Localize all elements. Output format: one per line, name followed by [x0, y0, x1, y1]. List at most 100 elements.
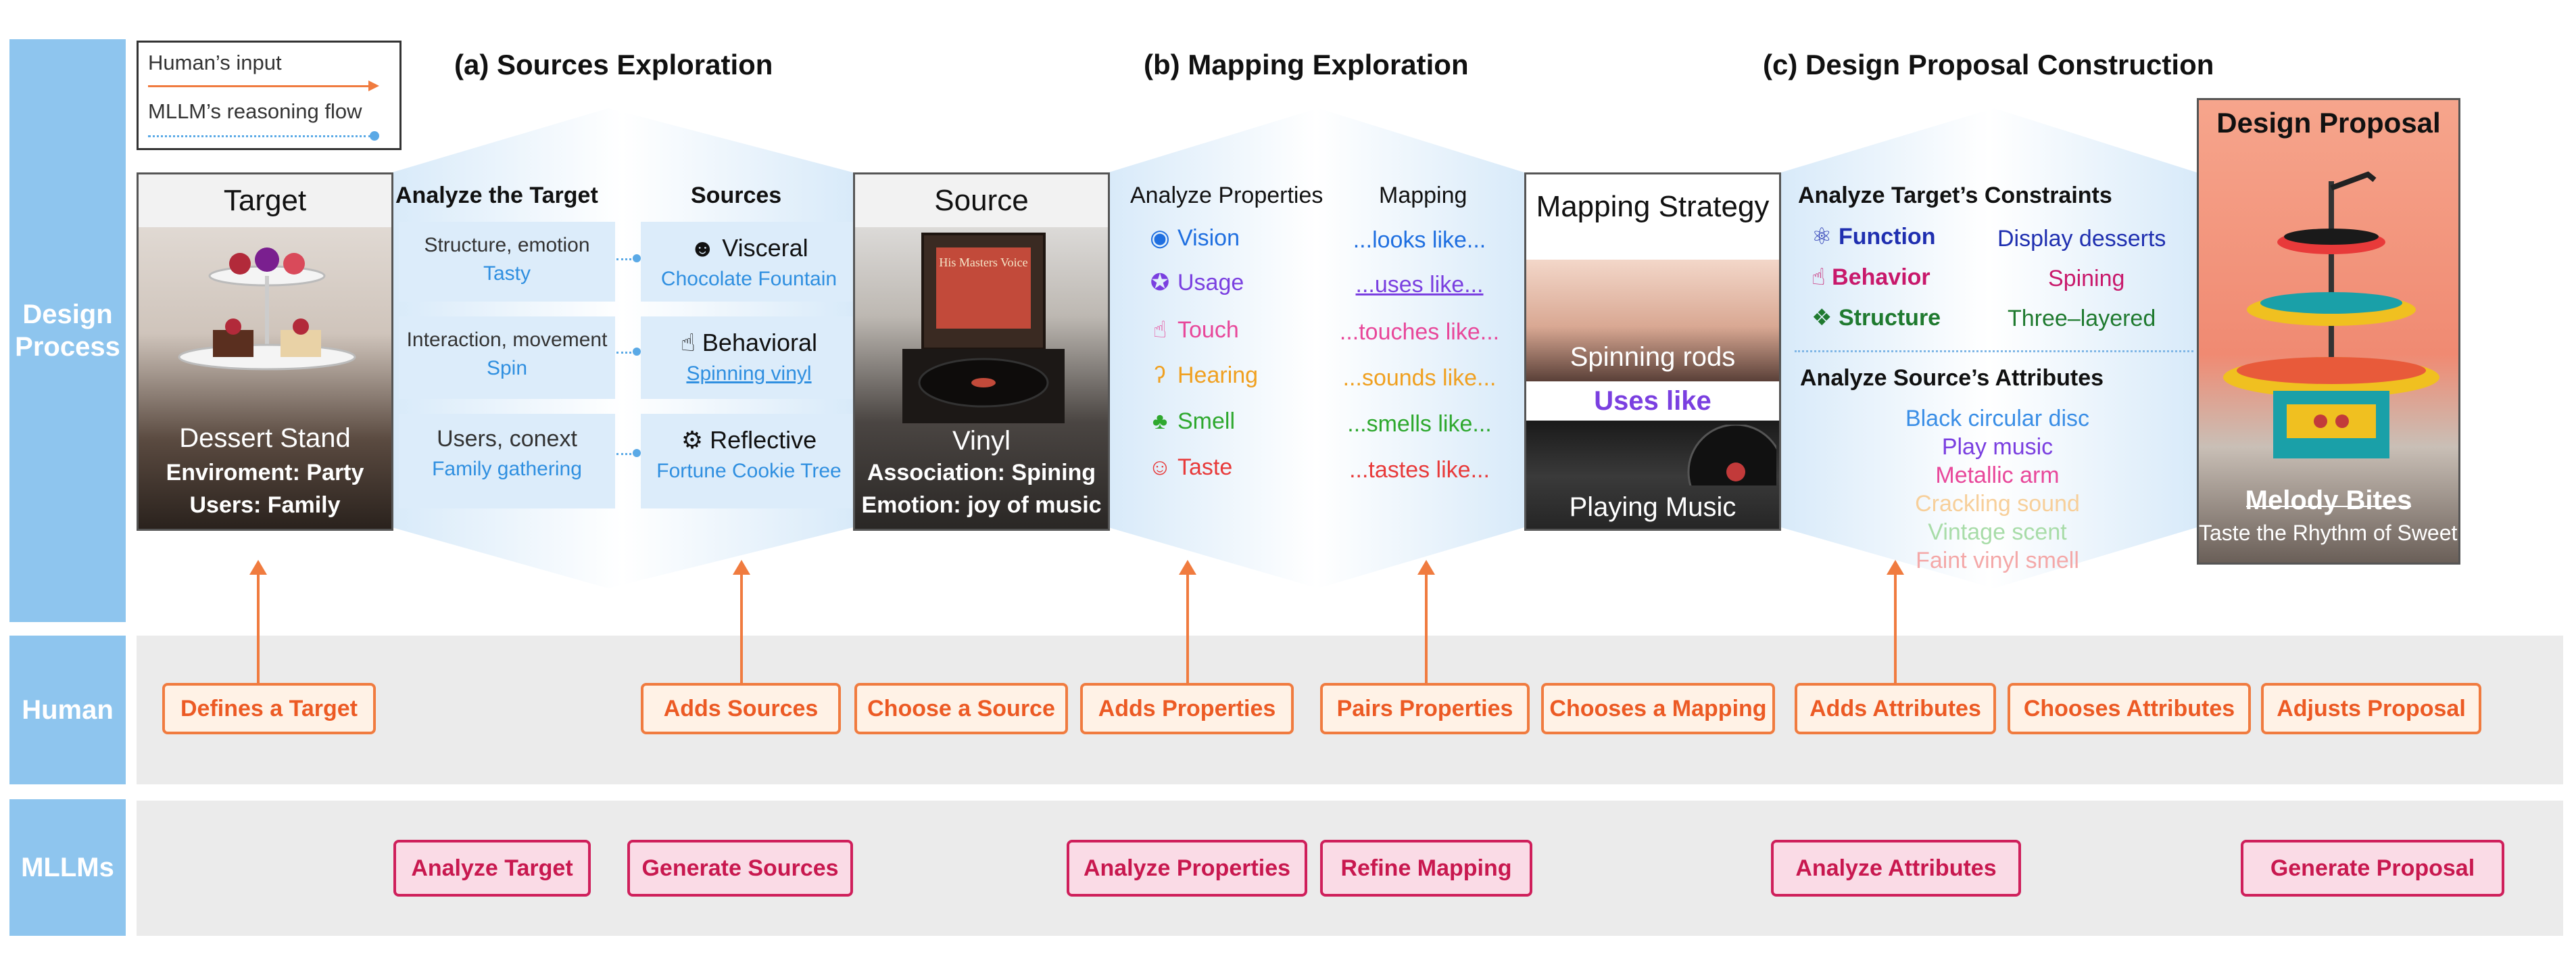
eye-icon: ◉ — [1150, 225, 1170, 251]
proposal-name-rule — [2246, 506, 2411, 507]
source-card-head: Source — [855, 174, 1108, 227]
analyze-target-item-3: Users, conext Family gathering — [399, 414, 615, 508]
source-item-visceral-value: Chocolate Fountain — [660, 268, 837, 290]
human-adds-attributes-button[interactable]: Adds Attributes — [1795, 683, 1996, 734]
mllm-analyze-target-button[interactable]: Analyze Target — [393, 840, 591, 897]
constraints-title: Analyze Target’s Constraints — [1798, 183, 2112, 208]
mllm-generate-sources-button[interactable]: Generate Sources — [627, 840, 853, 897]
constraint-behavior-label: Behavior — [1832, 264, 1930, 290]
source-item-reflective-label: Reflective — [710, 426, 817, 454]
target-card-head: Target — [139, 174, 391, 227]
property-usage: ✪Usage — [1142, 269, 1244, 296]
source-item-reflective: ⚙ Reflective Fortune Cookie Tree — [641, 414, 857, 508]
attribute-1: Black circular disc — [1905, 406, 2090, 431]
constraint-function: ⚛ Function — [1812, 223, 1935, 250]
analyze-target-item-1-label: Structure, emotion — [424, 234, 590, 256]
mapping-uses-like: ...uses like... — [1355, 272, 1484, 298]
proposal-tagline: Taste the Rhythm of Sweetness — [2199, 521, 2458, 545]
arrow-adds-attributes — [1887, 560, 1904, 683]
mllm-analyze-attributes-button[interactable]: Analyze Attributes — [1771, 840, 2021, 897]
behavior-icon: ☝ — [1812, 264, 1826, 290]
constraint-function-value: Display desserts — [1997, 226, 2166, 252]
mapping-tastes-like: ...tastes like... — [1349, 457, 1490, 483]
analyze-target-item-1-value: Tasty — [483, 262, 531, 285]
human-chooses-mapping-button[interactable]: Chooses a Mapping — [1541, 683, 1775, 734]
human-pairs-properties-button[interactable]: Pairs Properties — [1320, 683, 1530, 734]
analyze-properties-title: Analyze Properties — [1130, 183, 1323, 208]
sidebar-design-process-label: Design Process — [15, 300, 120, 362]
ear-icon: ʔ — [1154, 362, 1166, 388]
proposal-title: Design Proposal — [2216, 107, 2441, 139]
flow-band-b — [1109, 108, 1524, 588]
strategy-middle-label: Uses like — [1594, 385, 1711, 416]
record-disc-icon — [1687, 425, 1776, 485]
property-taste: ☺Taste — [1142, 454, 1233, 481]
mllm-refine-mapping-button[interactable]: Refine Mapping — [1320, 840, 1532, 897]
source-emotion: Emotion: joy of music — [861, 492, 1102, 518]
analyze-target-item-2-label: Interaction, movement — [406, 329, 608, 351]
mllm-analyze-properties-button[interactable]: Analyze Properties — [1067, 840, 1307, 897]
human-adds-properties-button[interactable]: Adds Properties — [1080, 683, 1294, 734]
arrow-pairs-properties — [1417, 560, 1435, 683]
legend-human-label: Human’s input — [148, 51, 282, 74]
touch-icon: ☝ — [1152, 317, 1167, 343]
sidebar-human: Human — [9, 636, 126, 784]
mapping-title: Mapping — [1379, 183, 1467, 208]
source-item-behavioral-label: Behavioral — [702, 329, 818, 356]
constraints-divider — [1795, 350, 2193, 352]
structure-icon: ❖ — [1812, 305, 1832, 331]
section-title-a: (a) Sources Exploration — [454, 49, 773, 80]
arrow-adds-properties — [1179, 560, 1196, 683]
constraint-structure-value: Three–layered — [2008, 306, 2156, 331]
property-taste-label: Taste — [1177, 454, 1233, 480]
proposal-name: Melody Bites — [2245, 485, 2412, 515]
target-name: Dessert Stand — [179, 423, 351, 453]
attribute-3: Metallic arm — [1935, 462, 2060, 488]
constraint-function-label: Function — [1838, 224, 1936, 250]
target-users: Users: Family — [189, 492, 341, 518]
legend-human-arrowhead — [368, 80, 379, 91]
human-choose-source-button[interactable]: Choose a Source — [854, 683, 1068, 734]
human-adjusts-proposal-button[interactable]: Adjusts Proposal — [2261, 683, 2481, 734]
analyze-target-item-1: Structure, emotion Tasty — [399, 222, 615, 302]
property-smell-label: Smell — [1177, 408, 1236, 434]
constraint-structure-label: Structure — [1838, 305, 1941, 331]
human-chooses-attributes-button[interactable]: Chooses Attributes — [2008, 683, 2251, 734]
source-name: Vinyl — [952, 426, 1011, 456]
strategy-top-image — [1526, 260, 1779, 381]
proposal-illustration — [2223, 171, 2439, 458]
source-card: Source His Masters Voice Vinyl Associati… — [853, 172, 1110, 531]
attributes-title: Analyze Source’s Attributes — [1800, 365, 2104, 391]
attribute-5: Vintage scent — [1928, 519, 2067, 545]
mllm-generate-proposal-button[interactable]: Generate Proposal — [2241, 840, 2504, 897]
source-item-reflective-value: Fortune Cookie Tree — [656, 460, 842, 482]
arrow-adds-sources — [733, 560, 750, 683]
analyze-target-item-3-value: Family gathering — [432, 458, 582, 480]
hand-pointer-icon: ☝ — [680, 329, 696, 356]
source-item-visceral-label: Visceral — [722, 234, 808, 262]
target-environment: Enviroment: Party — [166, 460, 364, 485]
arrow-defines-target — [249, 560, 267, 683]
human-adds-sources-button[interactable]: Adds Sources — [641, 683, 841, 734]
connector-1-dot — [633, 254, 641, 262]
property-vision: ◉ Vision — [1142, 224, 1240, 252]
attribute-2: Play music — [1941, 434, 2053, 460]
constraint-behavior: ☝ Behavior — [1812, 264, 1930, 291]
sidebar-mllms: MLLMs — [9, 799, 126, 936]
human-defines-target-button[interactable]: Defines a Target — [162, 683, 376, 734]
connector-2 — [616, 352, 635, 354]
strategy-top-label: Spinning rods — [1570, 342, 1736, 372]
source-item-behavioral: ☝ Behavioral Spinning vinyl — [641, 316, 857, 399]
source-item-visceral-head: ☻ Visceral — [641, 234, 857, 262]
connector-3-dot — [633, 449, 641, 457]
section-title-c: (c) Design Proposal Construction — [1763, 49, 2214, 80]
analyze-target-title: Analyze the Target — [395, 183, 598, 208]
property-vision-label: Vision — [1177, 224, 1240, 251]
mapping-looks-like: ...looks like... — [1353, 227, 1486, 253]
legend-mllm-dot — [370, 131, 379, 141]
flow-band-c — [1781, 108, 2197, 588]
analyze-target-item-2-value: Spin — [486, 357, 528, 379]
section-title-b: (b) Mapping Exploration — [1144, 49, 1469, 80]
target-card: Target Dessert Stand Enviroment: Party U… — [137, 172, 393, 531]
sources-title: Sources — [691, 183, 782, 208]
